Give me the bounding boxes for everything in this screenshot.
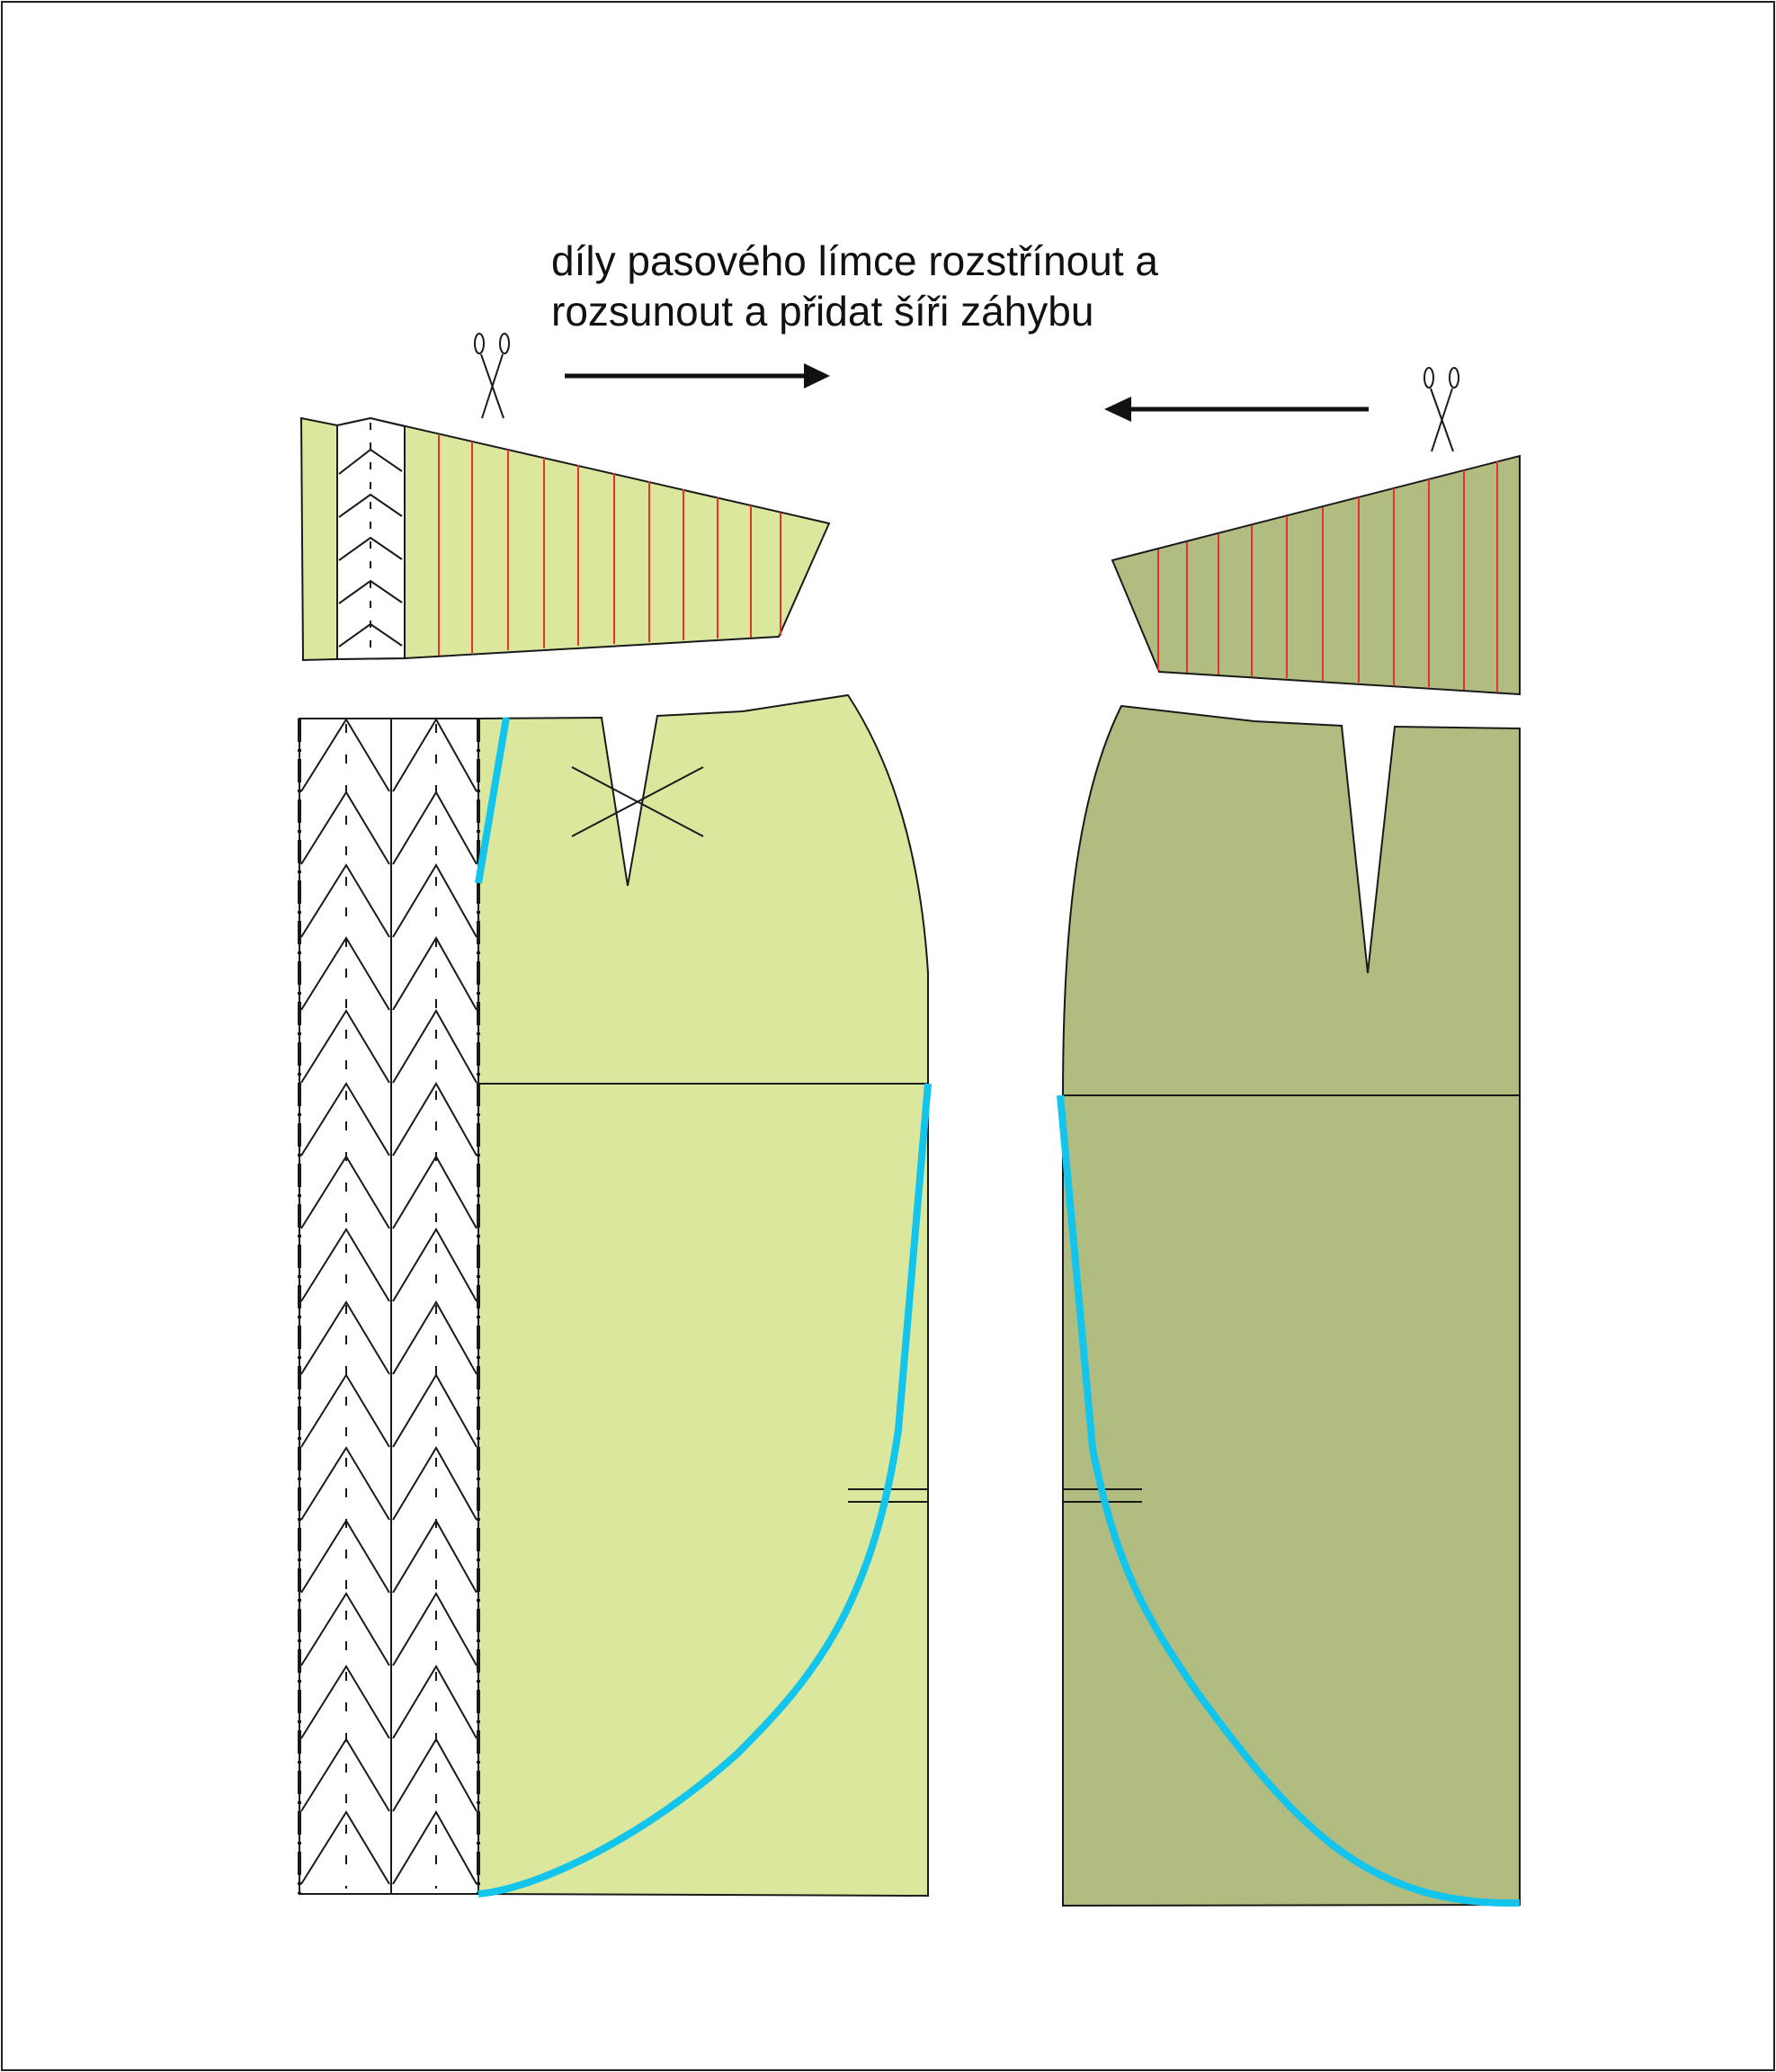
pleat-chevron bbox=[300, 1665, 390, 1739]
pleat-chevron bbox=[300, 863, 390, 938]
pleat-chevron bbox=[300, 1810, 390, 1885]
pleat-chevron bbox=[300, 718, 390, 792]
pleat-chevron bbox=[392, 1155, 477, 1229]
pleat-chevron bbox=[300, 1082, 390, 1157]
front-waistband-piece bbox=[299, 416, 831, 662]
pleat-chevron bbox=[392, 1446, 477, 1521]
pleat-chevron bbox=[392, 1665, 477, 1739]
pleat-chevron bbox=[392, 1082, 477, 1157]
pleat-chevron bbox=[392, 790, 477, 865]
back-waistband-piece bbox=[1111, 454, 1521, 696]
pleat-chevron bbox=[300, 1373, 390, 1448]
pleat-chevron bbox=[300, 790, 390, 865]
instruction-line-1: díly pasového límce rozstřínout a bbox=[551, 237, 1158, 284]
pleat-chevron bbox=[392, 1519, 477, 1594]
back-style-lines bbox=[1057, 1094, 1521, 1907]
pleat-chevron bbox=[392, 1810, 477, 1885]
back-skirt-piece bbox=[1062, 704, 1521, 1907]
pleat-chevron bbox=[392, 1373, 477, 1448]
pleat-chevrons bbox=[300, 718, 477, 1885]
pleat-chevron bbox=[300, 1519, 390, 1594]
pleat-chevron bbox=[392, 1009, 477, 1084]
back-waistband-cut-lines bbox=[1157, 461, 1498, 692]
pleat-chevron bbox=[300, 1155, 390, 1229]
scissors-icon bbox=[1423, 367, 1459, 452]
pleat-chevron bbox=[300, 936, 390, 1011]
pleat-chevron bbox=[300, 1300, 390, 1375]
front-waistband-cut-lines bbox=[438, 435, 781, 656]
front-skirt-fill bbox=[477, 693, 929, 1898]
back-skirt-fill bbox=[1062, 704, 1521, 1907]
arrow-left-icon bbox=[1104, 397, 1369, 422]
scissors-icon bbox=[474, 333, 510, 419]
pleat-chevron bbox=[392, 1737, 477, 1812]
instruction-line-2: rozsunout a přidat šíři záhybu bbox=[551, 288, 1094, 335]
front-skirt-piece bbox=[477, 693, 929, 1898]
pleat-chevron bbox=[300, 1446, 390, 1521]
pleat-chevron bbox=[300, 1228, 390, 1302]
pleat-chevron bbox=[300, 1592, 390, 1666]
pleat-chevron bbox=[392, 1228, 477, 1302]
arrow-right-icon bbox=[565, 363, 830, 388]
front-style-lines bbox=[475, 717, 932, 1898]
pleat-chevron bbox=[300, 1737, 390, 1812]
pleat-chevron bbox=[392, 718, 477, 792]
pleat-chevron bbox=[300, 1009, 390, 1084]
front-pleat-panel bbox=[298, 718, 480, 1895]
pleat-chevron bbox=[392, 1592, 477, 1666]
back-waistband-fill bbox=[1111, 454, 1521, 696]
pleat-chevron bbox=[392, 936, 477, 1011]
pleat-chevron bbox=[392, 1300, 477, 1375]
pleat-chevron bbox=[392, 863, 477, 938]
instruction-text: díly pasového límce rozstřínout a rozsun… bbox=[551, 236, 1361, 336]
